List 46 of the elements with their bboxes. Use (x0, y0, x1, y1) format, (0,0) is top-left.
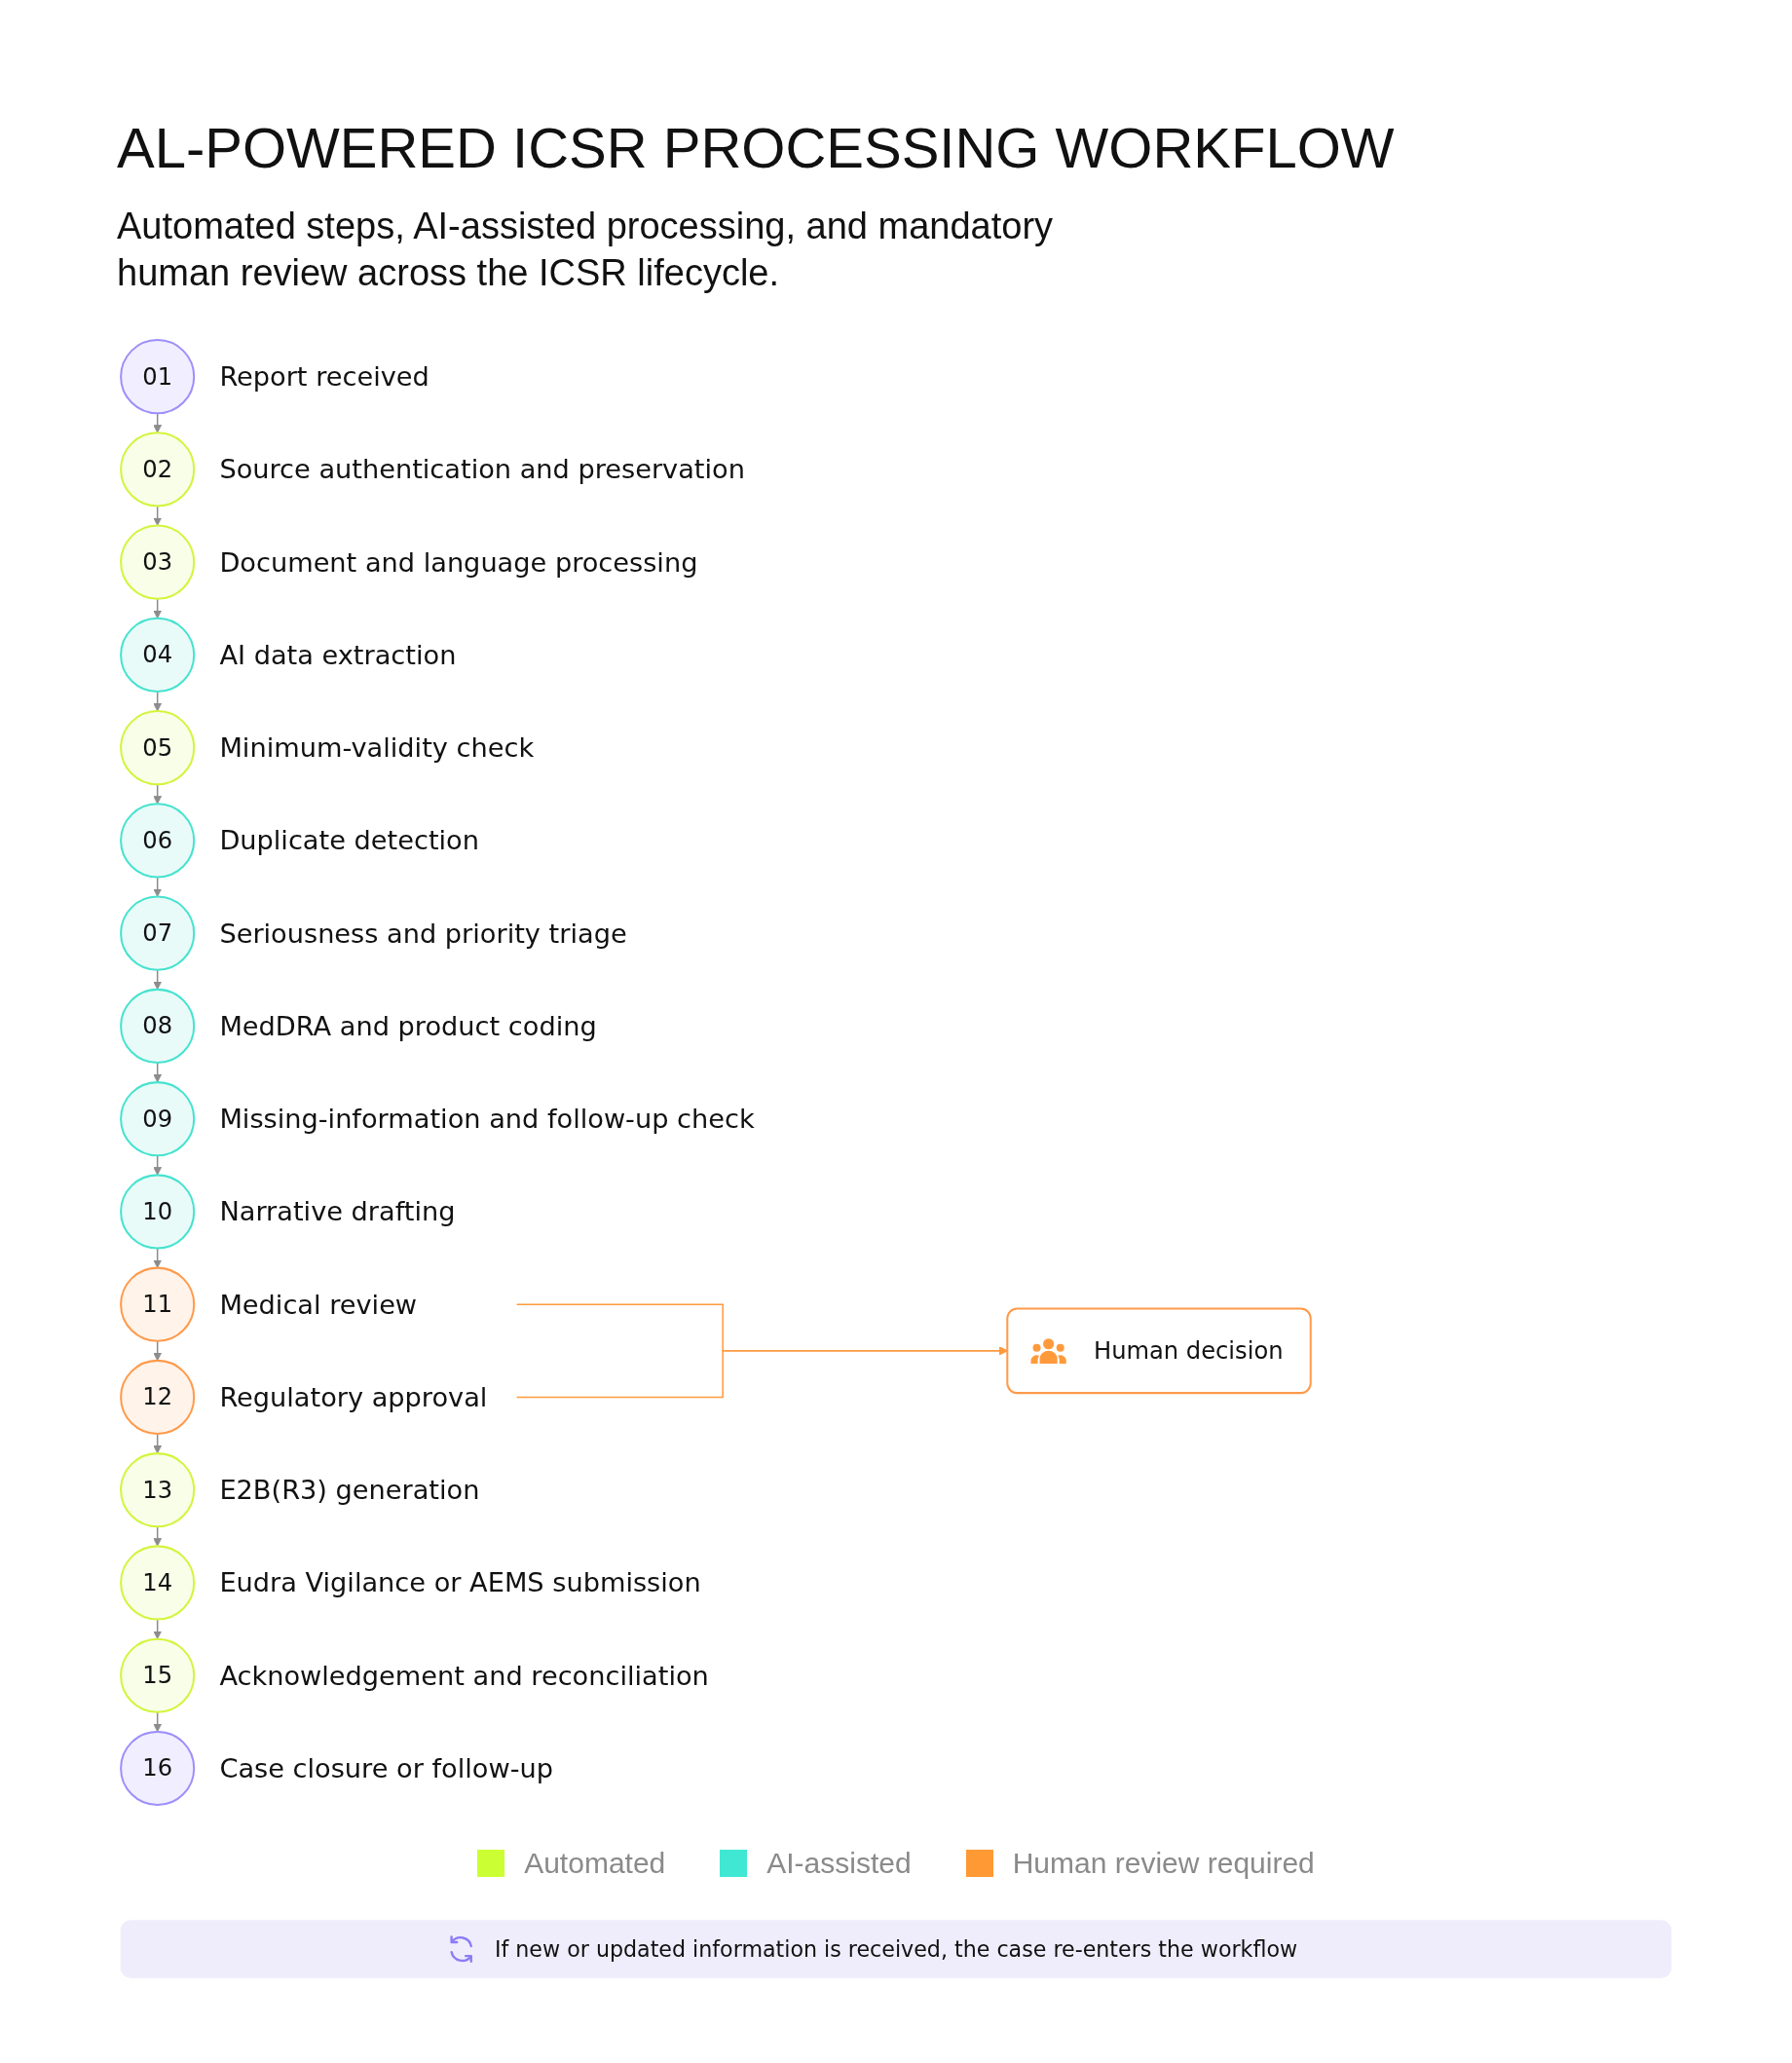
step-circle: 11 (120, 1266, 196, 1342)
step-label: Document and language processing (219, 546, 698, 578)
step-label: Source authentication and preservation (219, 454, 745, 485)
step-label: Report received (219, 361, 429, 393)
step-label: Seriousness and priority triage (219, 918, 627, 949)
step-label: Eudra Vigilance or AEMS submission (219, 1567, 701, 1598)
step-circle: 14 (120, 1545, 196, 1621)
note-banner (120, 1920, 1672, 1978)
step-circle: 07 (120, 895, 196, 971)
title: AL-POWERED ICSR PROCESSING WORKFLOW (117, 115, 1395, 180)
step-label: E2B(R3) generation (219, 1475, 480, 1506)
step-circle: 08 (120, 988, 196, 1064)
subtitle: Automated steps, AI-assisted processing, and mandatory human review across the ICSR lifecycle. (117, 205, 1055, 295)
step-circle: 02 (120, 431, 196, 507)
arrow (515, 1346, 1008, 1399)
arrow (153, 1062, 163, 1083)
arrow (153, 691, 163, 712)
legend-label: Automated (524, 1846, 666, 1880)
step-label: Missing-information and follow-up check (219, 1104, 755, 1135)
step-circle: 13 (120, 1452, 196, 1528)
step-label: Narrative drafting (219, 1196, 456, 1227)
step-label: Minimum-validity check (219, 732, 535, 764)
step-circle: 09 (120, 1081, 196, 1157)
step-circle: 04 (120, 617, 196, 693)
note-text: If new or updated information is received, the case re-enters the workflow (494, 1936, 1298, 1962)
step-circle: 05 (120, 710, 196, 786)
step-circle: 12 (120, 1359, 196, 1435)
step-label: Case closure or follow-up (219, 1752, 553, 1783)
decision-box (1006, 1307, 1312, 1395)
arrow (153, 1711, 163, 1733)
step-label: Medical review (219, 1289, 418, 1320)
legend-label: AI-assisted (766, 1846, 912, 1880)
step-label: Duplicate detection (219, 825, 479, 856)
step-label: AI data extraction (219, 639, 457, 670)
step-label: Acknowledgement and reconciliation (219, 1660, 709, 1691)
legend-label: Human review required (1012, 1846, 1315, 1880)
arrow (153, 1433, 163, 1454)
step-circle: 16 (120, 1730, 196, 1806)
step-circle: 01 (120, 339, 196, 415)
step-label: Regulatory approval (219, 1381, 488, 1412)
step-circle: 10 (120, 1174, 196, 1250)
step-circle: 06 (120, 803, 196, 879)
step-circle: 15 (120, 1637, 196, 1713)
decision-label: Human decision (1093, 1336, 1284, 1365)
step-label: MedDRA and product coding (219, 1010, 597, 1041)
step-circle: 03 (120, 524, 196, 600)
